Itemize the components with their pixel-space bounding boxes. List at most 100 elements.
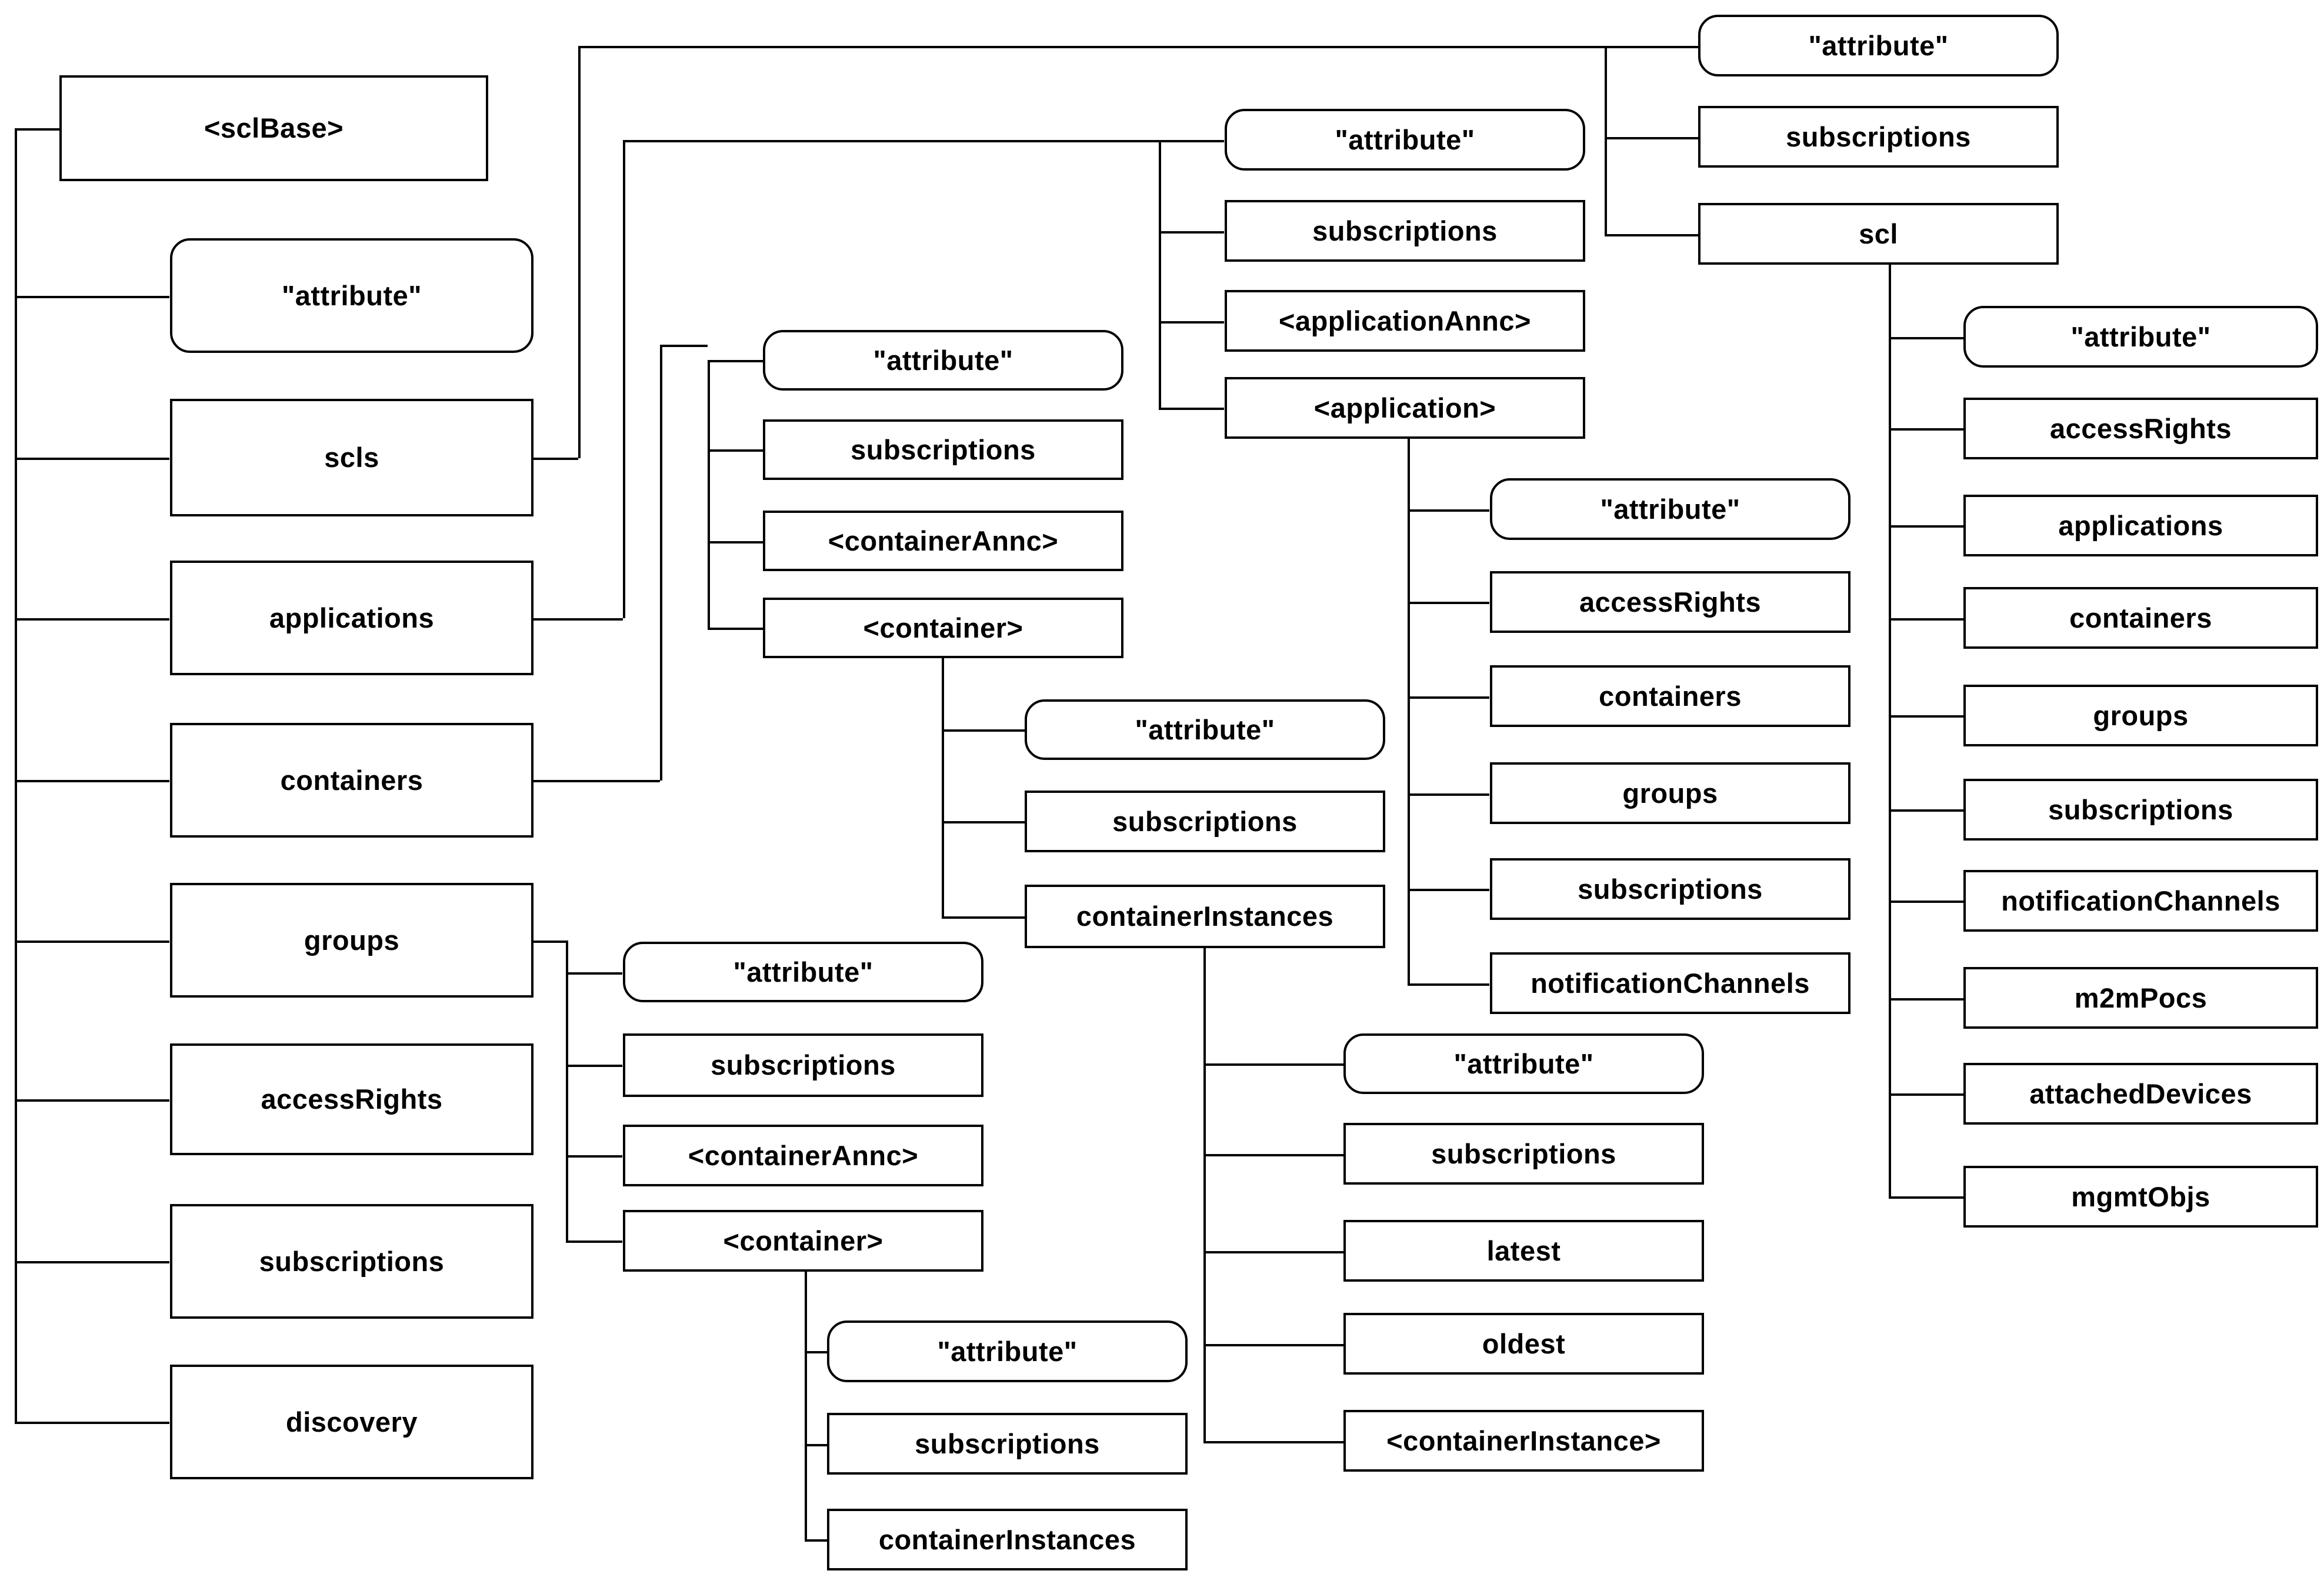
node-c3_containerInstances[interactable]: containerInstances [1025,885,1385,948]
connector-horizontal [1159,231,1224,234]
node-ci_subscriptions[interactable]: subscriptions [1343,1123,1704,1185]
node-c2_subscriptions[interactable]: subscriptions [763,419,1123,480]
connector-horizontal [15,780,169,782]
connector-horizontal [1889,618,1963,621]
connector-horizontal [534,941,566,943]
connector-horizontal [15,618,169,621]
connector-vertical [1408,439,1410,509]
node-app_subscriptions[interactable]: subscriptions [1490,858,1850,920]
connector-horizontal [708,628,763,630]
node-c3_attribute[interactable]: "attribute" [1025,699,1385,760]
connector-vertical [1889,265,1891,337]
connector-horizontal [1408,889,1489,891]
node-l1_applications[interactable]: applications [170,561,534,675]
connector-vertical [566,972,568,1241]
connector-horizontal [1408,696,1489,699]
connector-vertical [15,296,17,1422]
node-g2_container[interactable]: <container> [623,1210,983,1272]
connector-vertical [1203,948,1206,1064]
connector-horizontal [534,618,623,621]
connector-horizontal [660,345,708,347]
node-g3_containerInstances[interactable]: containerInstances [827,1509,1188,1570]
node-c2_containerAnnc[interactable]: <containerAnnc> [763,511,1123,571]
connector-horizontal [1203,1251,1343,1253]
node-g2_containerAnnc[interactable]: <containerAnnc> [623,1125,983,1186]
node-s2_scl[interactable]: scl [1698,203,2059,265]
node-g2_attribute[interactable]: "attribute" [623,942,983,1002]
connector-horizontal [1889,1093,1963,1096]
connector-horizontal [566,1065,622,1067]
connector-horizontal [1159,408,1224,410]
connector-horizontal [708,360,763,362]
node-scl_mgmtObjs[interactable]: mgmtObjs [1963,1166,2318,1228]
node-scl_applications[interactable]: applications [1963,495,2318,556]
node-s2_attribute[interactable]: "attribute" [1698,15,2059,76]
node-g3_subscriptions[interactable]: subscriptions [827,1413,1188,1475]
node-ap_subscriptions[interactable]: subscriptions [1225,200,1585,262]
node-l1_groups[interactable]: groups [170,883,534,998]
connector-horizontal [1203,1344,1343,1346]
node-scl_subscriptions[interactable]: subscriptions [1963,779,2318,841]
node-c2_container[interactable]: <container> [763,598,1123,658]
connector-horizontal [942,821,1025,823]
node-c3_subscriptions[interactable]: subscriptions [1025,791,1385,852]
connector-horizontal [942,916,1025,919]
connector-horizontal [1408,509,1489,512]
connector-horizontal [1889,1196,1963,1199]
node-l1_subscriptions[interactable]: subscriptions [170,1204,534,1319]
connector-horizontal [566,1240,622,1243]
connector-vertical [1889,337,1891,1196]
connector-horizontal [578,46,1605,48]
connector-horizontal [1889,715,1963,718]
connector-horizontal [1889,901,1963,903]
node-app_containers[interactable]: containers [1490,665,1850,727]
connector-vertical [660,345,662,781]
node-l1_attribute[interactable]: "attribute" [170,238,534,353]
node-g2_subscriptions[interactable]: subscriptions [623,1033,983,1097]
node-s2_subscriptions[interactable]: subscriptions [1698,106,2059,168]
node-l1_scls[interactable]: scls [170,399,534,516]
connector-horizontal [15,458,169,460]
node-scl_m2mPocs[interactable]: m2mPocs [1963,967,2318,1029]
node-app_accessRights[interactable]: accessRights [1490,571,1850,633]
node-ap_attribute[interactable]: "attribute" [1225,109,1585,171]
connector-horizontal [15,1261,169,1263]
node-l1_containers[interactable]: containers [170,723,534,838]
connector-vertical [623,140,625,618]
connector-horizontal [1408,602,1489,604]
node-scl_containers[interactable]: containers [1963,587,2318,649]
connector-horizontal [1203,1441,1343,1443]
node-ci_latest[interactable]: latest [1343,1220,1704,1282]
connector-horizontal [1203,1154,1343,1156]
connector-vertical [1605,46,1607,234]
connector-horizontal [805,1539,827,1542]
connector-horizontal [708,449,763,452]
connector-horizontal [15,941,169,943]
node-scl_accessRights[interactable]: accessRights [1963,398,2318,459]
connector-vertical [578,46,581,458]
node-ci_attribute[interactable]: "attribute" [1343,1033,1704,1094]
node-app_attribute[interactable]: "attribute" [1490,478,1850,540]
node-ci_oldest[interactable]: oldest [1343,1313,1704,1375]
connector-horizontal [805,1444,827,1446]
node-ap_applicationAnnc[interactable]: <applicationAnnc> [1225,290,1585,352]
node-scl_notificationChannels[interactable]: notificationChannels [1963,870,2318,932]
node-l1_discovery[interactable]: discovery [170,1365,534,1479]
node-l1_accessRights[interactable]: accessRights [170,1043,534,1155]
node-app_notificationChannels[interactable]: notificationChannels [1490,952,1850,1014]
node-ap_application[interactable]: <application> [1225,377,1585,439]
connector-horizontal [1203,1063,1343,1066]
connector-vertical [942,658,944,731]
node-app_groups[interactable]: groups [1490,762,1850,824]
connector-horizontal [566,1155,622,1158]
connector-horizontal [534,458,578,460]
node-g3_attribute[interactable]: "attribute" [827,1320,1188,1382]
node-sclBase[interactable]: <sclBase> [59,75,488,181]
connector-horizontal [805,1351,827,1353]
node-ci_containerInstance[interactable]: <containerInstance> [1343,1410,1704,1472]
connector-horizontal [623,140,1159,142]
node-scl_groups[interactable]: groups [1963,685,2318,746]
node-c2_attribute[interactable]: "attribute" [763,330,1123,391]
node-scl_attachedDevices[interactable]: attachedDevices [1963,1063,2318,1125]
node-scl_attribute[interactable]: "attribute" [1963,306,2318,368]
